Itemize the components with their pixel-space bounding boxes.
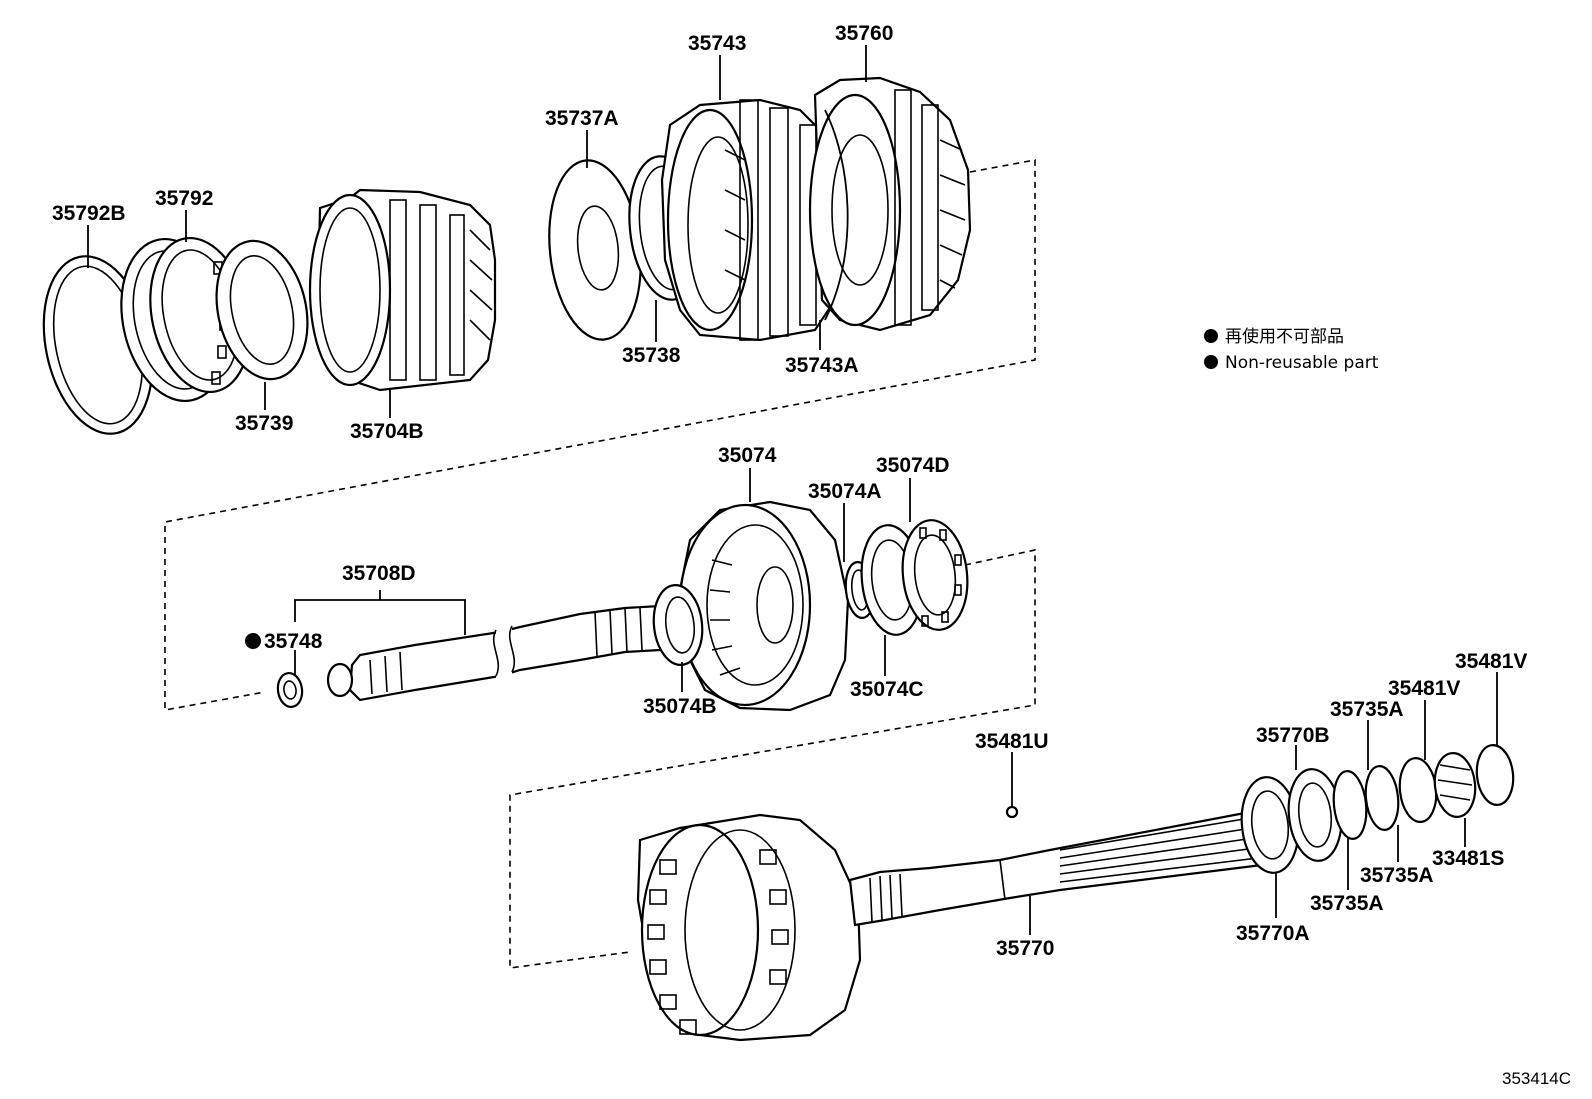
label-35481U: 35481U — [975, 730, 1049, 753]
steel-ball-35481U — [1005, 805, 1019, 819]
legend-japanese: 再使用不可部品 — [1225, 326, 1344, 347]
seal-rings-35735A — [1332, 765, 1400, 840]
thrust-bearing-35770A — [1240, 776, 1300, 874]
label-35792: 35792 — [155, 187, 213, 210]
label-33481S: 33481S — [1432, 847, 1504, 870]
label-35074A: 35074A — [808, 480, 882, 503]
legend-bullet-icon — [1204, 355, 1218, 369]
snap-ring-35743A — [824, 109, 849, 321]
label-35074B: 35074B — [643, 695, 717, 718]
part-labels: 35792B 35792 35739 35704B 35737A 35743 3… — [52, 22, 1527, 960]
label-35760: 35760 — [835, 22, 893, 45]
retainer-35739 — [215, 239, 309, 381]
label-35735A-2: 35735A — [1360, 864, 1434, 887]
ring-gear-35074 — [678, 500, 850, 712]
non-reusable-mark-35748 — [245, 633, 261, 649]
label-35770B: 35770B — [1256, 724, 1330, 747]
label-35743A: 35743A — [785, 354, 859, 377]
seal-ring-33481S — [1433, 752, 1477, 818]
shaft-35708D — [326, 604, 674, 702]
label-35074: 35074 — [718, 444, 777, 467]
label-35735A-3: 35735A — [1310, 892, 1384, 915]
legend-bullet-icon — [1204, 329, 1218, 343]
leader-lines — [87, 45, 1498, 935]
label-35739: 35739 — [235, 412, 293, 435]
label-35481V-1: 35481V — [1388, 677, 1460, 700]
clutch-drum-35743 — [660, 98, 844, 342]
seal-ring-35748 — [276, 671, 304, 709]
sun-gear-drum-35704B — [308, 188, 497, 392]
dashed-group-lines — [164, 159, 1036, 969]
label-35770: 35770 — [996, 937, 1054, 960]
label-35708D: 35708D — [342, 562, 416, 585]
label-35748: 35748 — [264, 630, 323, 653]
label-35074D: 35074D — [876, 454, 950, 477]
output-shaft-35770 — [848, 810, 1267, 927]
one-way-clutch-35792 — [120, 236, 251, 403]
diagram-code: 353414C — [1502, 1069, 1571, 1088]
label-35074C: 35074C — [850, 678, 924, 701]
label-35481V-2: 35481V — [1455, 650, 1527, 673]
clutch-hub-drum-35770 — [636, 813, 862, 1042]
legend-english: Non-reusable part — [1225, 353, 1379, 373]
label-35743: 35743 — [688, 32, 746, 55]
label-35737A: 35737A — [545, 107, 619, 130]
planetary-gear-35760 — [808, 76, 972, 332]
thrust-bearing-35074D — [901, 519, 969, 631]
label-35735A-1: 35735A — [1330, 698, 1404, 721]
label-35770A: 35770A — [1236, 922, 1310, 945]
legend: 再使用不可部品 Non-reusable part — [1204, 326, 1379, 373]
label-35704B: 35704B — [350, 420, 424, 443]
seal-rings-35481V — [1398, 744, 1515, 823]
label-35738: 35738 — [622, 344, 681, 367]
label-35792B: 35792B — [52, 202, 126, 225]
